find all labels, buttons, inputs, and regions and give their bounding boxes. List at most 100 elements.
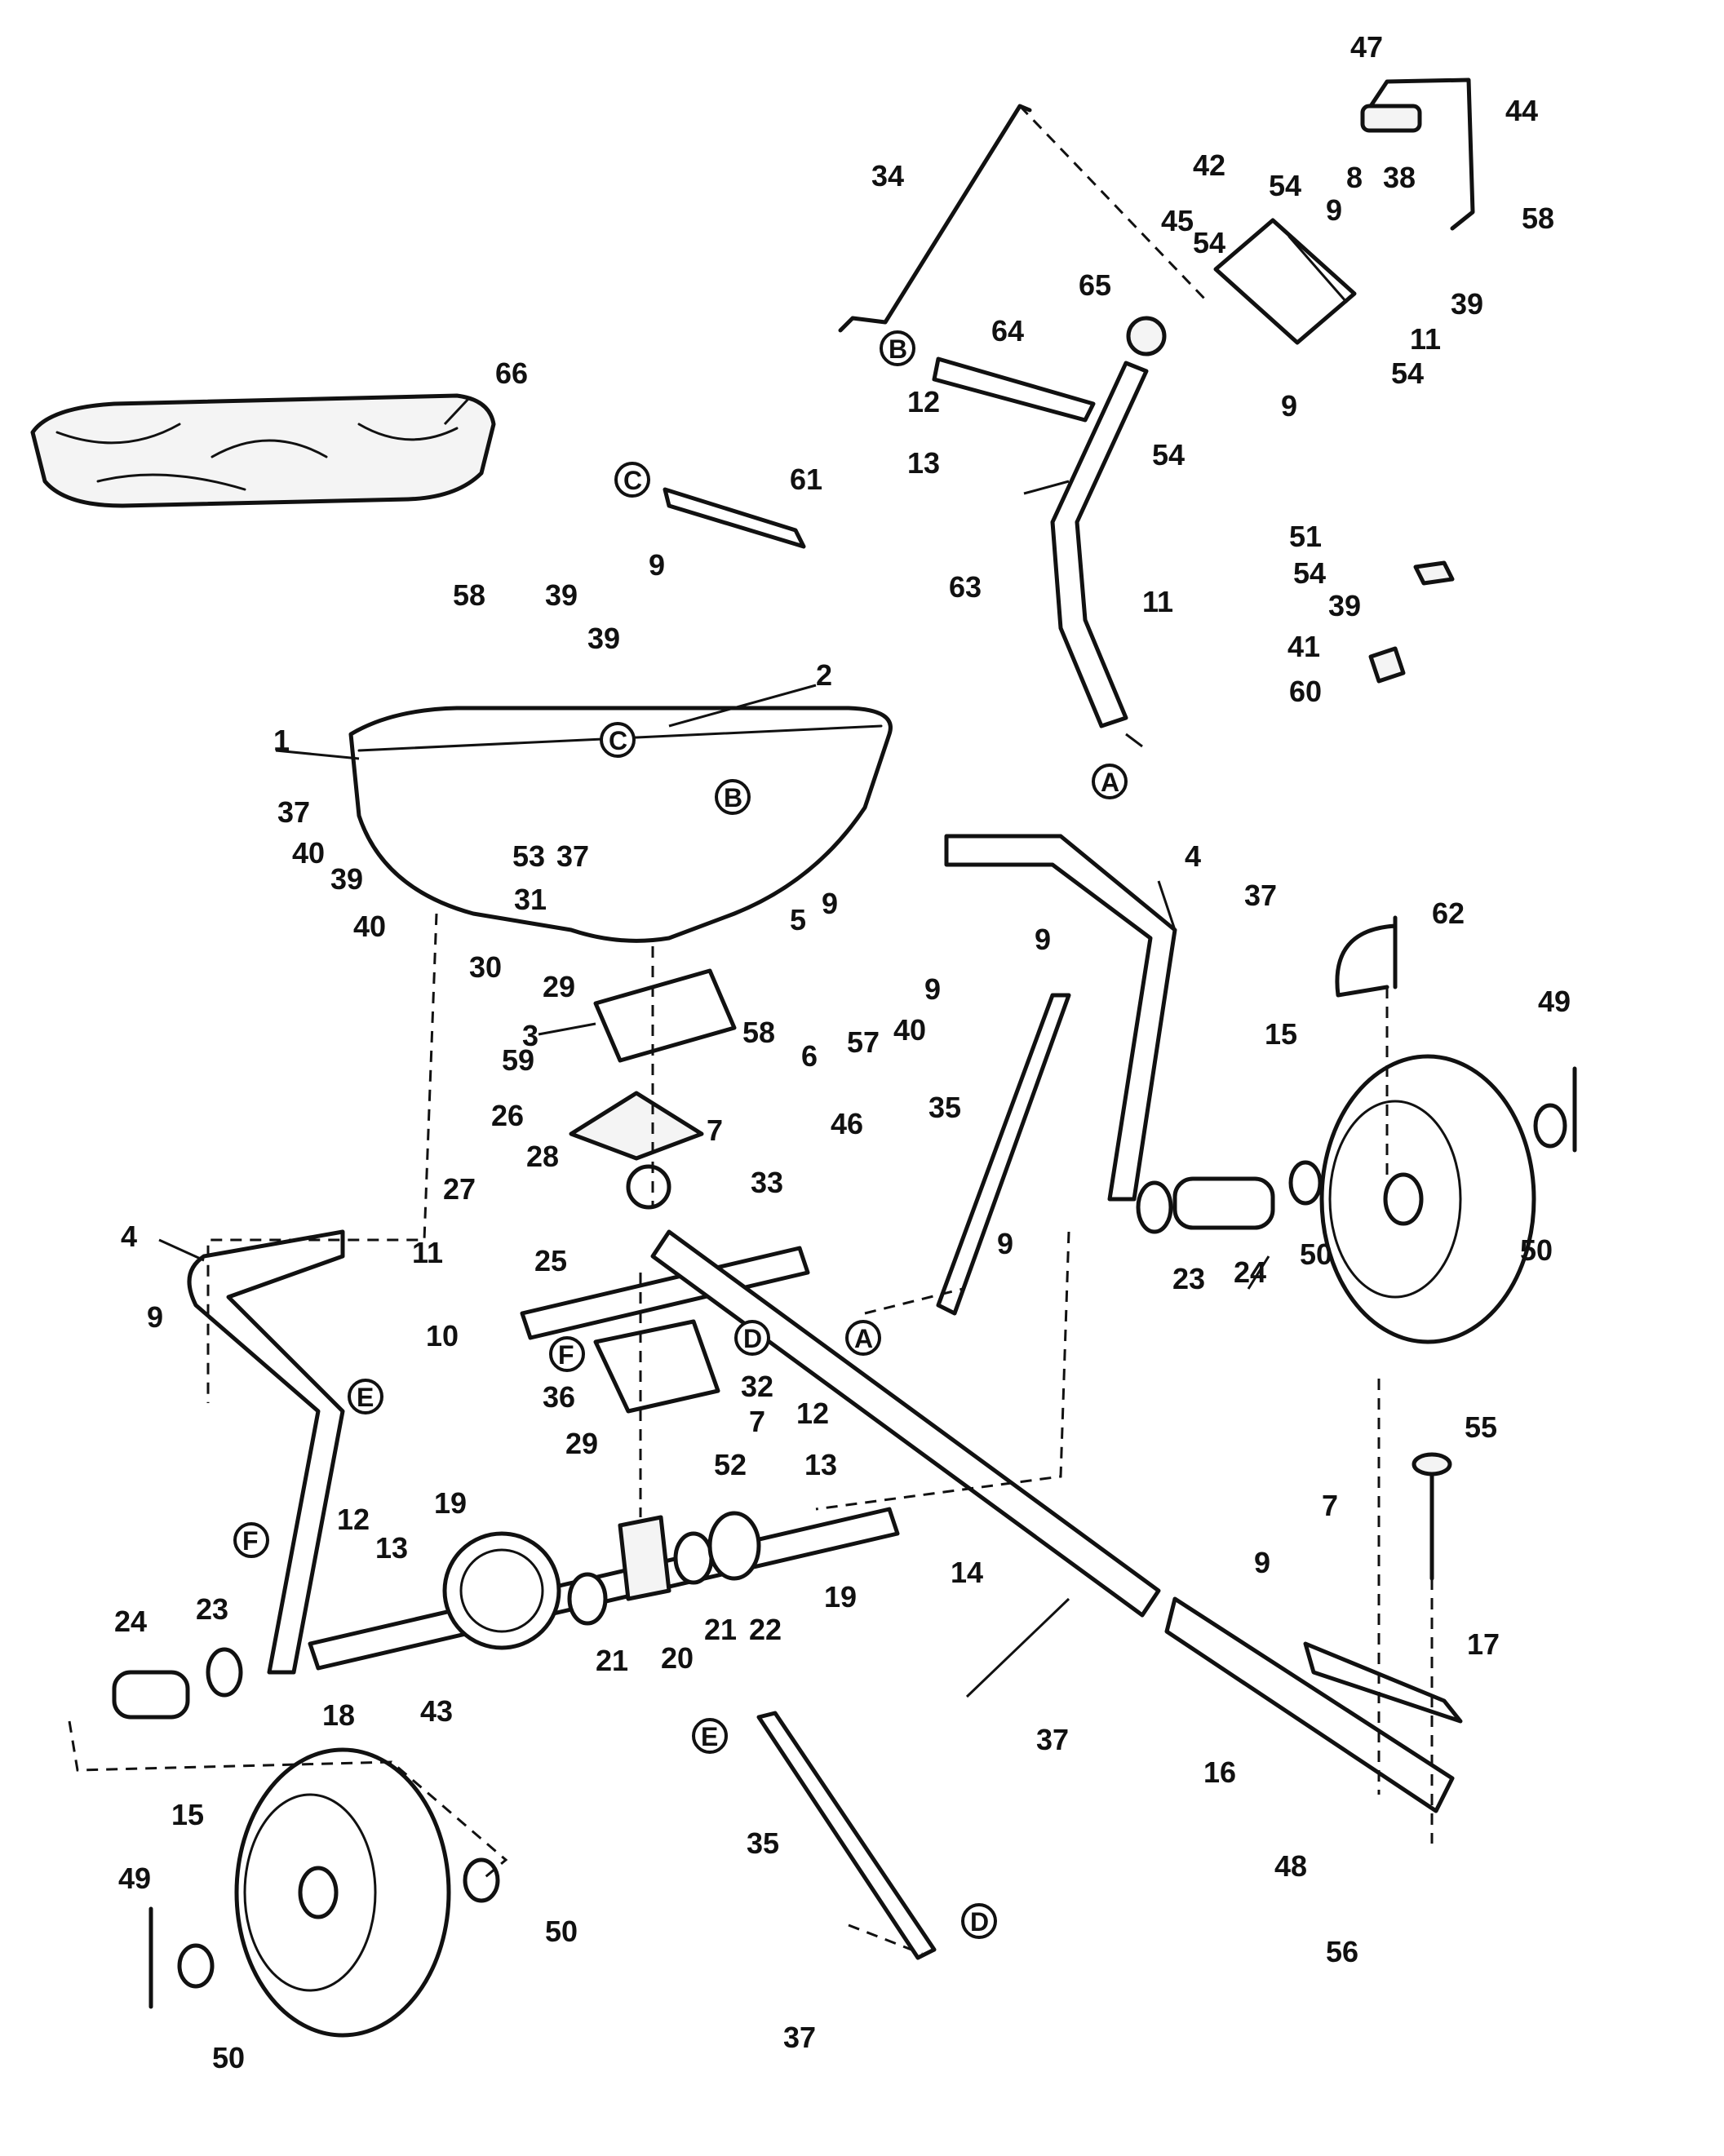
callout-53: 53 (512, 839, 545, 873)
callout-57: 57 (847, 1025, 880, 1059)
callout-18: 18 (322, 1698, 355, 1732)
callout-13: 13 (907, 446, 940, 480)
callout-2: 2 (816, 658, 832, 692)
left-wheel (234, 1747, 451, 2038)
ref-marker-f: F (549, 1336, 585, 1372)
right-bushing (1172, 1176, 1275, 1230)
callout-65: 65 (1079, 268, 1111, 302)
callout-33: 33 (751, 1166, 783, 1199)
callout-26: 26 (491, 1099, 524, 1132)
callout-61: 61 (790, 463, 822, 496)
callout-42: 42 (1193, 148, 1225, 182)
callout-21: 21 (596, 1644, 628, 1677)
callout-50: 50 (1520, 1233, 1553, 1267)
hopper (348, 706, 893, 943)
callout-58: 58 (1522, 201, 1554, 235)
left-bushing (112, 1670, 190, 1720)
callout-7: 7 (707, 1113, 723, 1147)
callout-27: 27 (443, 1172, 476, 1206)
ref-marker-c: C (614, 462, 650, 498)
ref-marker-e: E (692, 1718, 728, 1754)
hopper-cover (30, 393, 496, 508)
callout-41: 41 (1287, 630, 1320, 663)
parts (30, 77, 1577, 2038)
callout-52: 52 (714, 1448, 747, 1481)
callout-39: 38 (1383, 161, 1416, 194)
callout-15: 15 (1265, 1017, 1297, 1051)
svg-text:F: F (558, 1340, 574, 1370)
callout-48: 48 (1274, 1849, 1307, 1883)
callout-54: 54 (1391, 356, 1424, 390)
callout-51: 51 (1289, 520, 1322, 553)
callout-6: 6 (801, 1039, 818, 1073)
svg-text:D: D (970, 1907, 989, 1937)
callout-66: 66 (495, 356, 528, 390)
callout-37: 37 (277, 795, 310, 829)
svg-text:C: C (623, 466, 642, 495)
callout-19: 19 (824, 1580, 857, 1614)
callout-50: 50 (212, 2041, 245, 2074)
callout-39: 39 (330, 862, 363, 896)
callout-9: 9 (924, 972, 941, 1006)
callout-23: 23 (1172, 1262, 1205, 1295)
callout-17: 17 (1467, 1627, 1500, 1661)
callout-63: 63 (949, 570, 982, 604)
callout-59: 59 (502, 1043, 534, 1077)
callout-40: 40 (893, 1013, 926, 1047)
callout-9: 9 (1254, 1546, 1270, 1579)
agitator (626, 1164, 671, 1210)
callout-35: 35 (747, 1826, 779, 1860)
ref-marker-a: A (1092, 764, 1128, 799)
callout-38: 37 (556, 839, 589, 873)
callout-9: 9 (1326, 193, 1342, 227)
callout-9: 9 (649, 548, 665, 582)
callout-3: 3 (522, 1019, 538, 1052)
reference-markers: A A B B C C D D (233, 330, 1128, 1939)
callout-46: 46 (831, 1107, 863, 1140)
callout-11: 11 (1410, 322, 1441, 356)
svg-text:B: B (724, 783, 742, 812)
callout-37: 37 (783, 2021, 816, 2054)
callout-50: 50 (545, 1915, 578, 1948)
leader-lines (158, 396, 1270, 1698)
callout-49: 49 (118, 1862, 151, 1895)
callout-37: 37 (1036, 1723, 1069, 1756)
callout-58: 58 (453, 578, 485, 612)
callout-10: 10 (426, 1319, 459, 1352)
callout-29: 29 (543, 970, 575, 1003)
svg-text:E: E (701, 1722, 718, 1751)
callout-30: 30 (469, 950, 502, 984)
callout-9: 9 (1281, 389, 1297, 423)
right-handle (944, 834, 1177, 1202)
right-wheel (1319, 1054, 1536, 1344)
callout-14: 14 (951, 1556, 983, 1589)
callout-50: 50 (1300, 1237, 1332, 1271)
callout-36: 36 (543, 1380, 575, 1414)
svg-text:F: F (242, 1526, 259, 1556)
callout-11: 11 (1142, 585, 1173, 618)
ref-marker-d: D (961, 1903, 997, 1939)
mount-plate (593, 1319, 720, 1414)
lever-handle (1368, 77, 1475, 231)
callout-32: 32 (741, 1370, 773, 1403)
callout-47: 47 (1350, 30, 1383, 64)
callout-64: 64 (991, 314, 1024, 348)
callout-19: 19 (434, 1486, 467, 1520)
callout-44: 44 (1505, 94, 1538, 127)
callout-15: 15 (171, 1798, 204, 1831)
svg-text:A: A (854, 1324, 873, 1353)
callout-22: 22 (749, 1613, 782, 1646)
callout-34: 34 (871, 159, 904, 193)
callout-16: 16 (1203, 1755, 1236, 1789)
ref-marker-f: F (233, 1522, 269, 1558)
callout-24: 24 (1234, 1255, 1266, 1289)
callout-5: 5 (790, 903, 806, 936)
knob (1126, 316, 1167, 356)
callout-4: 4 (121, 1220, 137, 1253)
svg-text:D: D (743, 1324, 762, 1353)
callout-39: 39 (1451, 287, 1483, 321)
callout-12: 12 (337, 1503, 370, 1536)
upper-handle (1050, 361, 1149, 728)
control-plate (1213, 218, 1357, 345)
